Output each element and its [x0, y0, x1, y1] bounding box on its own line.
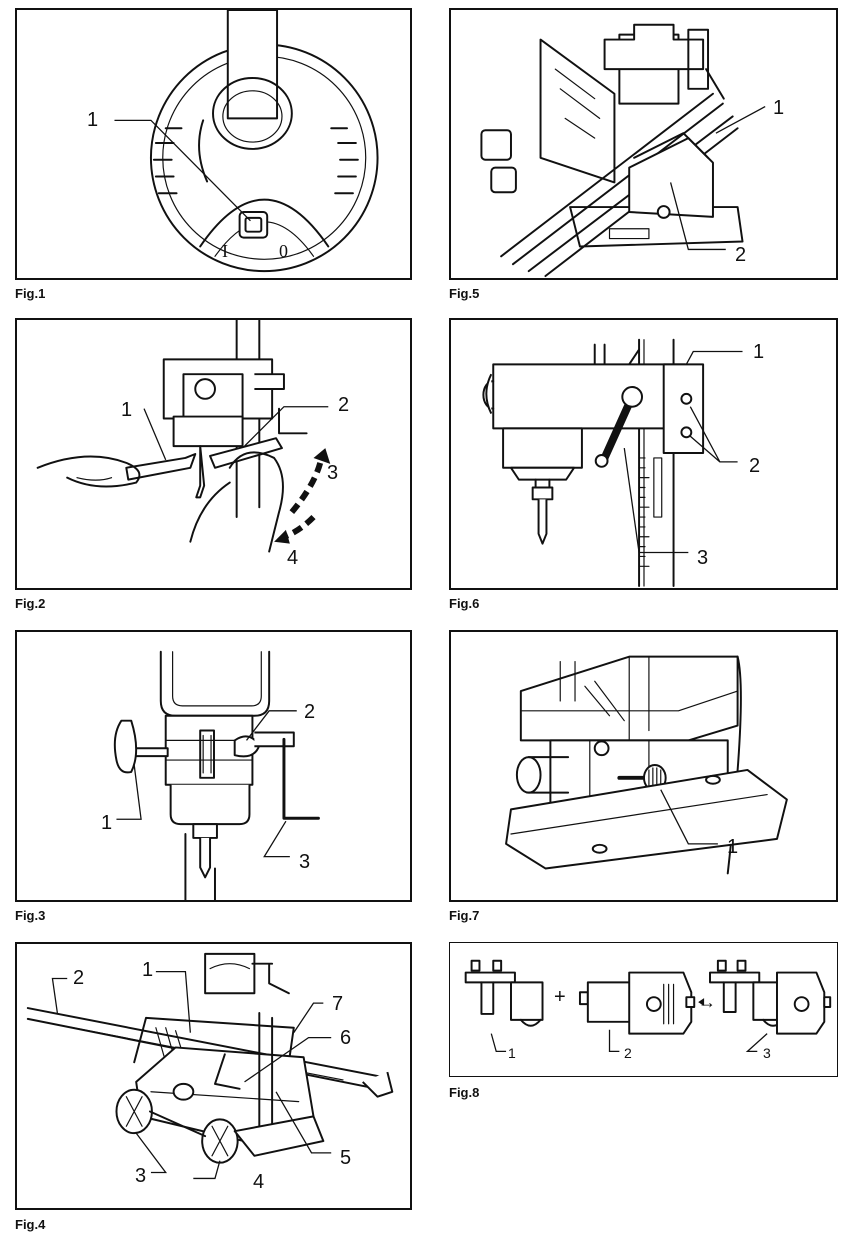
- figure-2-panel: 1 2 3 4: [15, 318, 412, 590]
- fig3-callout-1: 1: [101, 812, 113, 834]
- fig3-callout-3: 3: [299, 851, 311, 873]
- figure-6-panel: 1 2 3: [449, 318, 838, 590]
- fig2-callout-4: 4: [287, 547, 299, 569]
- fig1-callout-1: 1: [87, 109, 99, 131]
- fig1-mark-off-on-0: 0: [279, 241, 288, 261]
- fig4-callout-3: 3: [135, 1165, 147, 1187]
- fig5-guard-illustration: [480, 23, 766, 278]
- figure-3-panel: 1 2 3: [15, 630, 412, 902]
- fig4-callout-7: 7: [332, 993, 344, 1015]
- fig1-mark-off-on-i: I: [222, 241, 228, 261]
- fig4-guide-assembly-illustration: [26, 952, 394, 1180]
- fig2-bit-change-illustration: [36, 320, 331, 553]
- fig3-lock-knob-illustration: [113, 650, 320, 900]
- fig7-caption: Fig.7: [449, 908, 480, 923]
- fig7-callout-1: 1: [727, 836, 739, 858]
- fig8-callout-1: 1: [508, 1045, 516, 1061]
- fig6-callout-2: 2: [749, 455, 761, 477]
- fig2-caption: Fig.2: [15, 596, 46, 611]
- fig4-callout-6: 6: [340, 1027, 352, 1049]
- fig4-callout-1: 1: [142, 959, 154, 981]
- fig6-callout-3: 3: [697, 547, 709, 569]
- fig4-callout-2: 2: [73, 967, 85, 989]
- fig8-callout-3: 3: [763, 1045, 771, 1061]
- fig1-switch-illustration: [114, 10, 379, 273]
- fig4-callout-4: 4: [253, 1171, 265, 1193]
- fig5-caption: Fig.5: [449, 286, 480, 301]
- figure-4-panel: 1 2 3 4 5 6 7: [15, 942, 412, 1210]
- figure-5-panel: 1 2: [449, 8, 838, 280]
- fig8-assembly-illustration: [464, 959, 832, 1053]
- fig2-callout-1: 1: [121, 399, 133, 421]
- fig2-callout-2: 2: [338, 394, 350, 416]
- fig8-caption: Fig.8: [449, 1085, 480, 1100]
- fig5-callout-1: 1: [773, 97, 785, 119]
- fig6-depth-scale-illustration: [482, 338, 743, 588]
- fig8-callout-2: 2: [624, 1045, 632, 1061]
- fig4-callout-5: 5: [340, 1147, 352, 1169]
- fig7-adjust-screw-illustration: [505, 655, 788, 875]
- figure-7-panel: 1: [449, 630, 838, 902]
- figure-1-panel: 1 I 0: [15, 8, 412, 280]
- fig3-caption: Fig.3: [15, 908, 46, 923]
- fig3-callout-2: 2: [304, 701, 316, 723]
- fig5-callout-2: 2: [735, 244, 747, 266]
- fig6-callout-1: 1: [753, 341, 765, 363]
- fig2-callout-3: 3: [327, 462, 339, 484]
- fig8-arrow-symbol: →: [698, 992, 716, 1012]
- figure-8-panel: + → 1 2 3: [449, 942, 838, 1077]
- fig1-caption: Fig.1: [15, 286, 46, 301]
- fig4-caption: Fig.4: [15, 1217, 46, 1232]
- fig8-plus-symbol: +: [554, 986, 566, 1008]
- fig6-caption: Fig.6: [449, 596, 480, 611]
